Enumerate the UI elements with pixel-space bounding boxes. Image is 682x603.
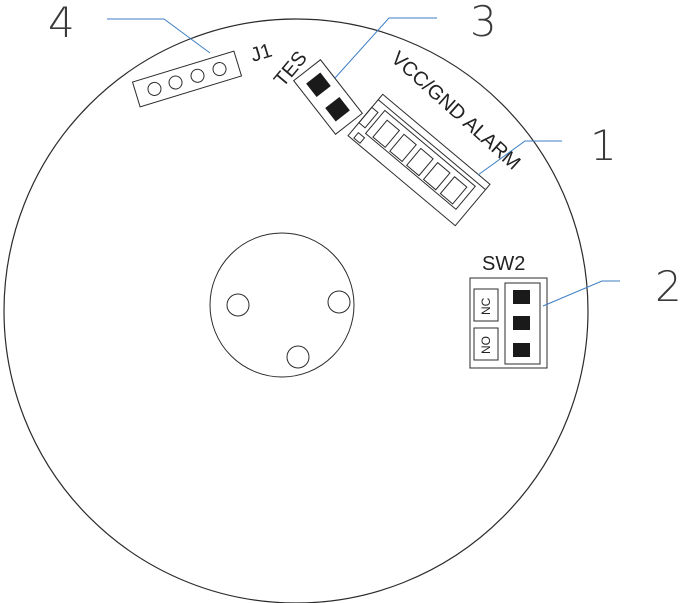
- callout-1: 1: [590, 121, 617, 170]
- sw2-switch: [469, 277, 548, 369]
- callout-2: 2: [655, 262, 682, 311]
- tes-label: TES: [270, 47, 312, 91]
- leader-1: [477, 140, 562, 176]
- mount-hole-bottom: [286, 345, 310, 369]
- leader-4: [107, 18, 211, 54]
- mount-hole-left: [226, 293, 250, 317]
- alarm-connector: [347, 93, 491, 227]
- no-label: NO: [479, 336, 493, 354]
- leader-2: [542, 280, 620, 307]
- sw2-label: SW2: [482, 253, 525, 275]
- j1-header: [131, 50, 243, 108]
- board-outline: [3, 18, 589, 603]
- tes-jumper: [292, 59, 364, 135]
- j1-label: J1: [248, 40, 275, 67]
- center-boss: [209, 232, 355, 378]
- callout-3: 3: [470, 0, 497, 46]
- mount-hole-right: [327, 290, 351, 314]
- leader-3: [334, 17, 437, 79]
- nc-label: NC: [479, 297, 493, 315]
- callout-4: 4: [48, 0, 75, 47]
